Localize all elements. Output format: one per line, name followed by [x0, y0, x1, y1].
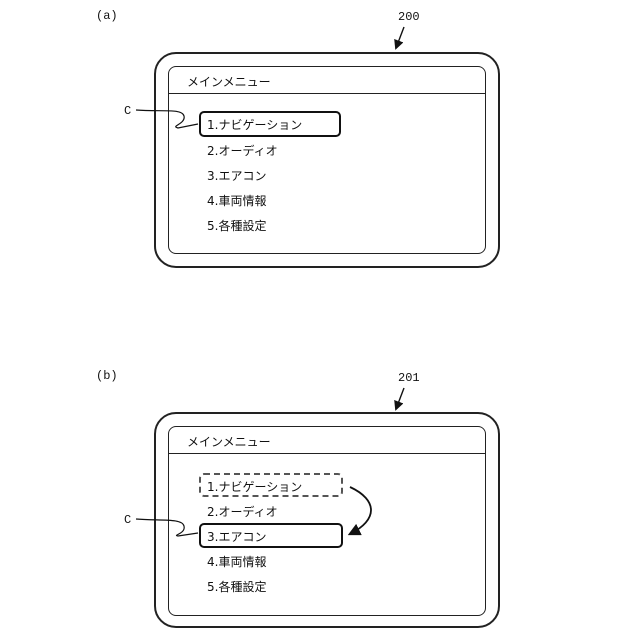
screen-b: メインメニュー 1.ナビゲーション 2.オーディオ 3.エアコン 4.車両情報 … — [168, 426, 486, 616]
menu-item-aircon[interactable]: 3.エアコン — [207, 167, 266, 184]
title-divider — [169, 453, 485, 454]
menu-item-navigation[interactable]: 1.ナビゲーション — [207, 478, 302, 495]
menu-item-navigation[interactable]: 1.ナビゲーション — [207, 116, 302, 133]
reference-arrow-a — [396, 27, 404, 48]
figure-label-b: (b) — [96, 369, 118, 383]
menu-item-settings[interactable]: 5.各種設定 — [207, 578, 266, 595]
menu-title: メインメニュー — [187, 433, 271, 450]
menu-item-aircon[interactable]: 3.エアコン — [207, 528, 266, 545]
reference-number-b: 201 — [398, 371, 420, 385]
menu-item-vehicle-info[interactable]: 4.車両情報 — [207, 553, 266, 570]
reference-arrow-b — [396, 388, 404, 409]
menu-item-audio[interactable]: 2.オーディオ — [207, 142, 278, 159]
figure-label-a: (a) — [96, 9, 118, 23]
menu-title: メインメニュー — [187, 73, 271, 90]
reference-number-a: 200 — [398, 10, 420, 24]
cursor-label-b: C — [124, 513, 131, 527]
screen-a: メインメニュー 1.ナビゲーション 2.オーディオ 3.エアコン 4.車両情報 … — [168, 66, 486, 254]
title-divider — [169, 93, 485, 94]
menu-item-audio[interactable]: 2.オーディオ — [207, 503, 278, 520]
menu-item-vehicle-info[interactable]: 4.車両情報 — [207, 192, 266, 209]
menu-item-settings[interactable]: 5.各種設定 — [207, 217, 266, 234]
display-device-a: メインメニュー 1.ナビゲーション 2.オーディオ 3.エアコン 4.車両情報 … — [154, 52, 500, 268]
display-device-b: メインメニュー 1.ナビゲーション 2.オーディオ 3.エアコン 4.車両情報 … — [154, 412, 500, 628]
cursor-label-a: C — [124, 104, 131, 118]
